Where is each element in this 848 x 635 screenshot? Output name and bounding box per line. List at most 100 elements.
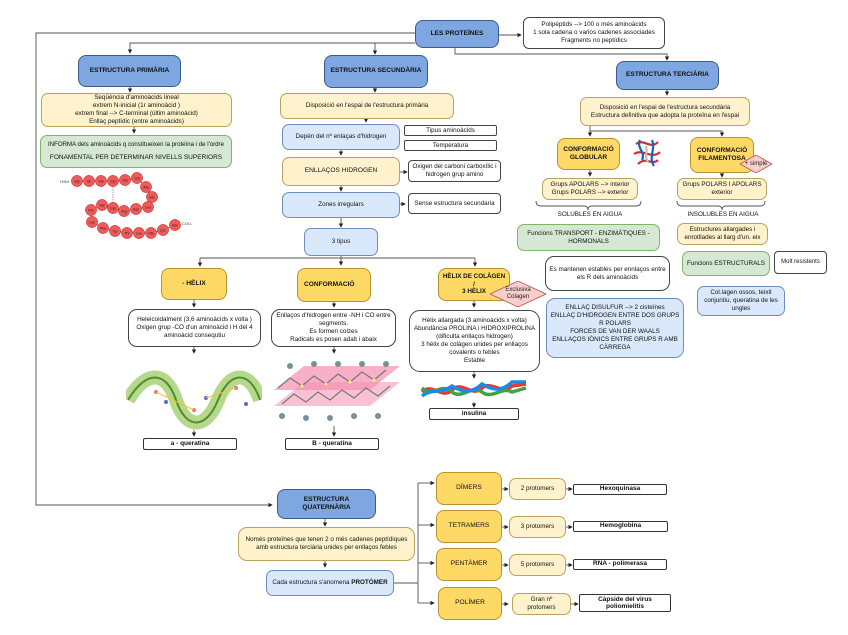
residue-val xyxy=(95,175,107,187)
primary-structure-node[interactable]: ESTRUCTURA PRIMÀRIA xyxy=(78,55,181,87)
root-note: 1 sola cadena o varios cadenes associade… xyxy=(533,29,655,37)
alpha-helix-desc: Heleicoidalment (3,6 aminoàcids x volta … xyxy=(128,309,261,347)
dimers-node[interactable]: DÍMERS xyxy=(436,472,502,505)
residue-label: Gln xyxy=(134,176,140,180)
primary-info: INFORMA dels aminoàcids q constitueixen … xyxy=(40,135,232,168)
residue-label: Gln xyxy=(122,178,128,182)
irregular-zones-node: Zones irregulars xyxy=(282,192,400,218)
polymer-node[interactable]: POLÍMER xyxy=(438,587,502,620)
desc-line: segments. xyxy=(318,320,349,328)
collagen-title-line: HÈLIX DE COLÀGEN / xyxy=(442,272,506,288)
n-terminus-label: H3N+ xyxy=(60,180,71,184)
desc-line: covalents o febles xyxy=(449,348,500,356)
filamentous-title-line: CONFORMACIÓ xyxy=(696,146,748,154)
desc-line: Es formen colzes xyxy=(309,328,358,335)
protomer-prefix: Cada estructura s'anomena xyxy=(272,579,352,587)
bond-line: R POLARS xyxy=(599,320,631,328)
example-text: RNA - polimerasa xyxy=(593,560,647,568)
three-types-node: 3 tipus xyxy=(304,228,378,256)
residue-gln xyxy=(119,174,131,186)
protomer-node: Cada estructura s'anomena PROTÒMER xyxy=(266,570,394,596)
primary-def-line: Enllaç peptídic (entre aminoàcids) xyxy=(89,117,184,125)
functions-line: Funcions TRANSPORT - ENZIMÀTIQUES - xyxy=(527,229,650,237)
secondary-structure-node[interactable]: ESTRUCTURA SECUNDÀRIA xyxy=(324,55,428,88)
residue-ser xyxy=(146,191,158,203)
pentamer-node[interactable]: PENTÀMER xyxy=(436,548,502,581)
factor-text: Temperatura xyxy=(432,141,469,149)
residue-label: Cys xyxy=(110,206,116,210)
filamentous-shape: Estructures allargades i enrotllades al … xyxy=(677,223,768,245)
tetramers-node[interactable]: TETRAMERS xyxy=(436,510,502,543)
irregular-note-text: Sense estructura secundaria xyxy=(414,199,495,207)
hydrogen-bonds-node: ENLLAÇOS HIDROGEN xyxy=(282,157,400,186)
desc-line: Enllaços d'hidrogen entre -NH i CO entre xyxy=(276,312,391,320)
desc-line: Heleicoidalment (3,6 aminoàcids x volta … xyxy=(137,316,252,324)
primary-info-line: INFORMA dels aminoàcids q constitueixen … xyxy=(48,140,224,148)
residue-phe xyxy=(97,222,109,234)
three-types-text: 3 tipus xyxy=(331,238,351,246)
insoluble-label: INSOLUBLES EN AIGUA xyxy=(687,211,759,218)
residue-asn xyxy=(169,219,181,231)
residue-label: Ile xyxy=(87,179,91,183)
alpha-helix-node[interactable]: - HÈLIX xyxy=(161,268,227,300)
type-name: TETRAMERS xyxy=(448,522,490,530)
tetramers-example: Hemoglobina xyxy=(573,521,668,532)
root-node-les-proteines[interactable]: LES PROTEÏNES xyxy=(415,20,499,48)
shape-line: Estructures allargades i xyxy=(689,226,756,234)
desc-line: Oxigen grup -CO d'un aminoàcid i H del 4 xyxy=(136,324,253,332)
secondary-depends: Depèn del nº enlaças d'hidrogen xyxy=(282,124,400,150)
residue-label: Ala xyxy=(143,185,148,189)
filamentous-groups: Grups POLARS I APOLARS exterior xyxy=(677,178,767,200)
residue-label: Lys xyxy=(160,228,166,232)
property-text: Molt resistents xyxy=(781,258,820,265)
collagen-desc: Hèlix allargada (3 aminoàcids x volta) A… xyxy=(409,310,540,372)
tertiary-def-line: Estructura definitiva que adopta la prot… xyxy=(590,111,740,119)
residue-his xyxy=(145,227,157,239)
example-line: ungles xyxy=(731,304,751,312)
globular-title-line: CONFORMACIÓ xyxy=(563,145,614,153)
tertiary-structure-node[interactable]: ESTRUCTURA TERCIÀRIA xyxy=(616,61,719,90)
simple-tag: + simple xyxy=(740,155,772,173)
collagen-triple-helix-illustration xyxy=(420,380,527,398)
type-name: PENTÀMER xyxy=(450,560,488,568)
depends-text: Depèn del nº enlaças d'hidrogen xyxy=(295,133,387,141)
residue-ile xyxy=(83,175,95,187)
globular-groups: Grups APOLARS --> interior Grups POLARS … xyxy=(542,178,638,200)
residue-thr xyxy=(121,227,133,239)
filamentous-conformation-node[interactable]: CONFORMACIÓ FILAMENTOSA xyxy=(690,137,754,173)
dimers-count: 2 protomers xyxy=(509,478,566,500)
residue-label: Leu xyxy=(145,205,151,209)
soluble-label: SOLUBLES EN AIGUA xyxy=(557,211,623,218)
polymer-example: Càpside del virus poliomielitis xyxy=(579,594,671,612)
pentamer-example: RNA - polimerasa xyxy=(573,559,667,570)
count-text: Gran nº protomers xyxy=(527,596,556,611)
count-text: 2 protomers xyxy=(520,485,555,493)
desc-line: Abundància PROLINA i HIDROXIPROLINA xyxy=(413,325,536,333)
primary-def-line: extrem final --> C-terminal (últim amino… xyxy=(75,110,198,117)
c-terminus-label: COO- xyxy=(182,222,193,226)
protomer-word: PROTÒMER xyxy=(351,579,388,587)
alpha-keratin-label: a - queratina xyxy=(143,438,237,450)
groups-line: Grups APOLARS --> interior xyxy=(550,181,630,189)
globular-title-line: GLOBULAR xyxy=(569,154,608,161)
irregular-note: Sense estructura secundaria xyxy=(408,193,501,214)
groups-line: exterior xyxy=(711,189,733,196)
very-resistant-note: Molt resistents xyxy=(774,251,827,274)
tertiary-def-line: Disposició en l'espai de l'estructura se… xyxy=(599,103,731,111)
beta-conformation-node[interactable]: CONFORMACIÓ xyxy=(297,268,371,302)
quaternary-structure-node[interactable]: ESTRUCTURA QUATERNÀRIA xyxy=(277,489,376,519)
globular-stability: Es mantenen estables per ennlaços entre … xyxy=(545,256,670,291)
globular-conformation-node[interactable]: CONFORMACIÓ GLOBULAR xyxy=(557,138,620,170)
alpha-helix-title: - HÈLIX xyxy=(182,279,206,287)
residue-ala xyxy=(140,181,152,193)
quaternary-definition: Només proteïnes que tenen 2 o més cadene… xyxy=(238,527,415,561)
secondary-definition: Disposició en l'espai de l'estructura pr… xyxy=(280,93,454,119)
filamentous-functions: Funcions ESTRUCTURALS xyxy=(682,251,770,276)
residue-label: Gly xyxy=(74,179,80,183)
primary-info-line: FONAMENTAL PER DETERMINAR NIVELLS SUPERI… xyxy=(49,154,223,162)
tetramers-count: 3 protomers xyxy=(509,516,566,538)
groups-line: Grups POLARS I APOLARS xyxy=(682,181,762,189)
insulin-label: insulina xyxy=(429,408,519,420)
